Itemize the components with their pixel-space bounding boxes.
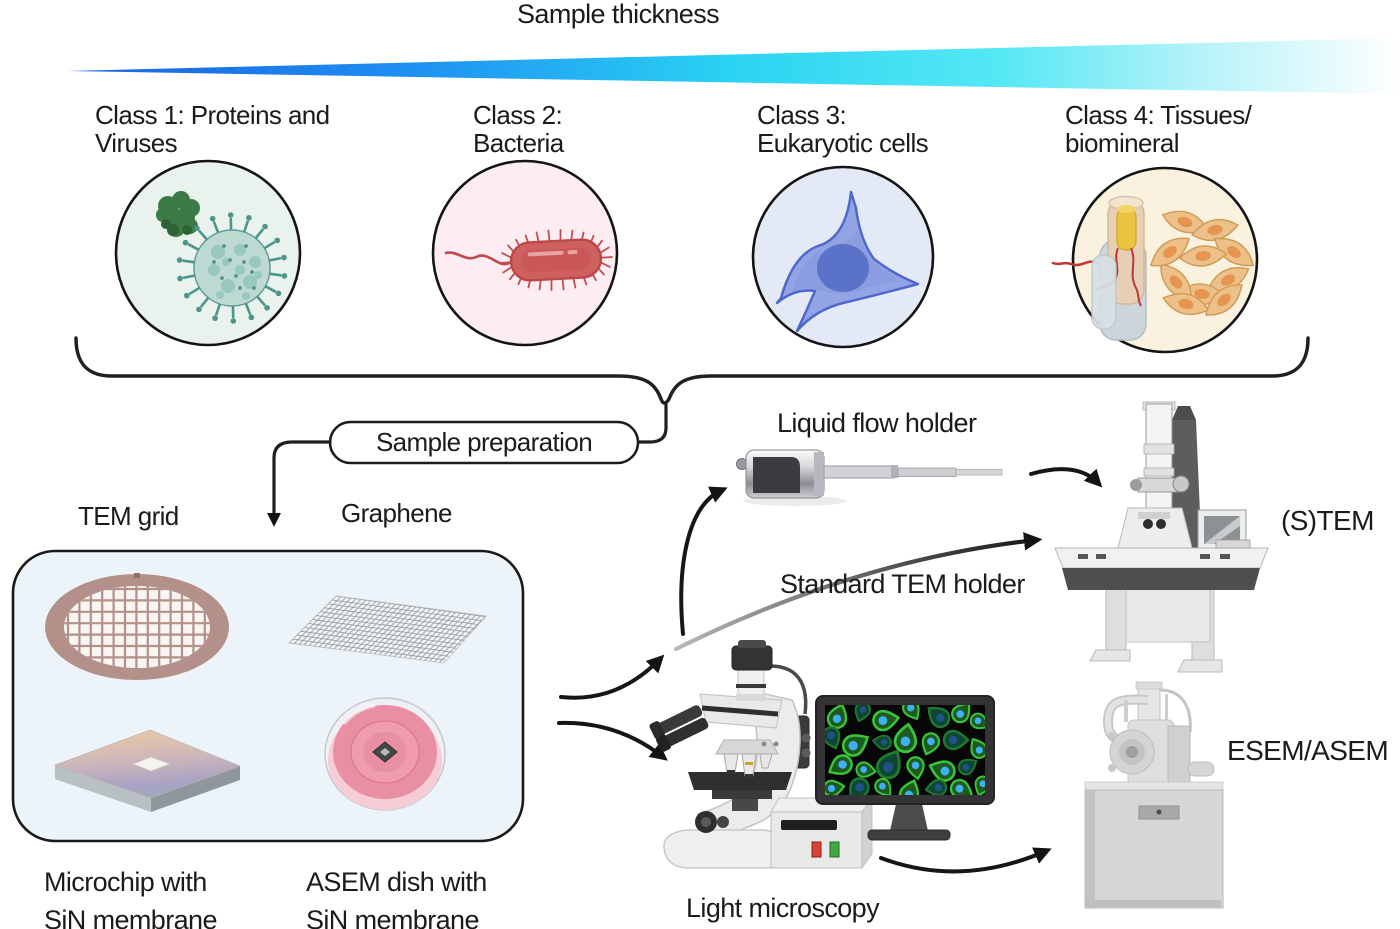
arrow-standard-holder-to-stem xyxy=(673,532,1043,652)
virus-icon xyxy=(176,212,288,324)
pill-to-box-arrow xyxy=(266,440,332,527)
liquid-flow-holder-icon xyxy=(736,449,1003,506)
tem-grid-label: TEM grid xyxy=(78,501,179,531)
tem-grid-icon xyxy=(45,573,229,680)
bone-tissue-icon xyxy=(1051,195,1147,341)
class-4-label: Class 4: Tissues/biomineral xyxy=(1065,100,1252,158)
brace-to-pill-connector xyxy=(637,402,668,444)
asem-dish-icon xyxy=(324,697,446,811)
liquid-flow-holder-label: Liquid flow holder xyxy=(777,408,977,438)
arrow-box-to-holders xyxy=(559,654,665,700)
bacterium-icon xyxy=(444,228,613,292)
esem-instrument-icon xyxy=(1084,681,1224,909)
arrow-to-liquid-holder xyxy=(679,486,728,636)
class-3-label: Class 3:Eukaryotic cells xyxy=(757,100,929,158)
light-microscope-icon xyxy=(649,640,811,869)
classes-brace xyxy=(74,336,1310,405)
esem-asem-label: ESEM/ASEM xyxy=(1227,735,1389,766)
microchip-icon xyxy=(54,729,241,812)
graphene-label: Graphene xyxy=(341,498,452,528)
thickness-gradient-wedge xyxy=(68,38,1400,94)
stem-label: (S)TEM xyxy=(1281,505,1374,536)
arrow-microscopy-to-esem xyxy=(879,847,1052,874)
class-2-label: Class 2:Bacteria xyxy=(473,100,564,158)
figure-title: Sample thickness xyxy=(517,0,720,29)
graphene-icon xyxy=(287,595,488,664)
tissue-cells-icon xyxy=(1149,210,1255,316)
sample-preparation-label: Sample preparation xyxy=(375,427,593,457)
light-microscopy-label: Light microscopy xyxy=(686,893,880,923)
arrow-box-to-microscope xyxy=(557,720,668,761)
protein-icon xyxy=(156,191,200,237)
standard-tem-holder-label: Standard TEM holder xyxy=(780,569,1025,599)
arrow-holder-to-stem xyxy=(1029,467,1103,488)
stem-instrument-icon xyxy=(1054,401,1269,673)
eukaryotic-cell-icon xyxy=(775,190,920,333)
fluorescence-monitor-icon xyxy=(815,695,995,841)
